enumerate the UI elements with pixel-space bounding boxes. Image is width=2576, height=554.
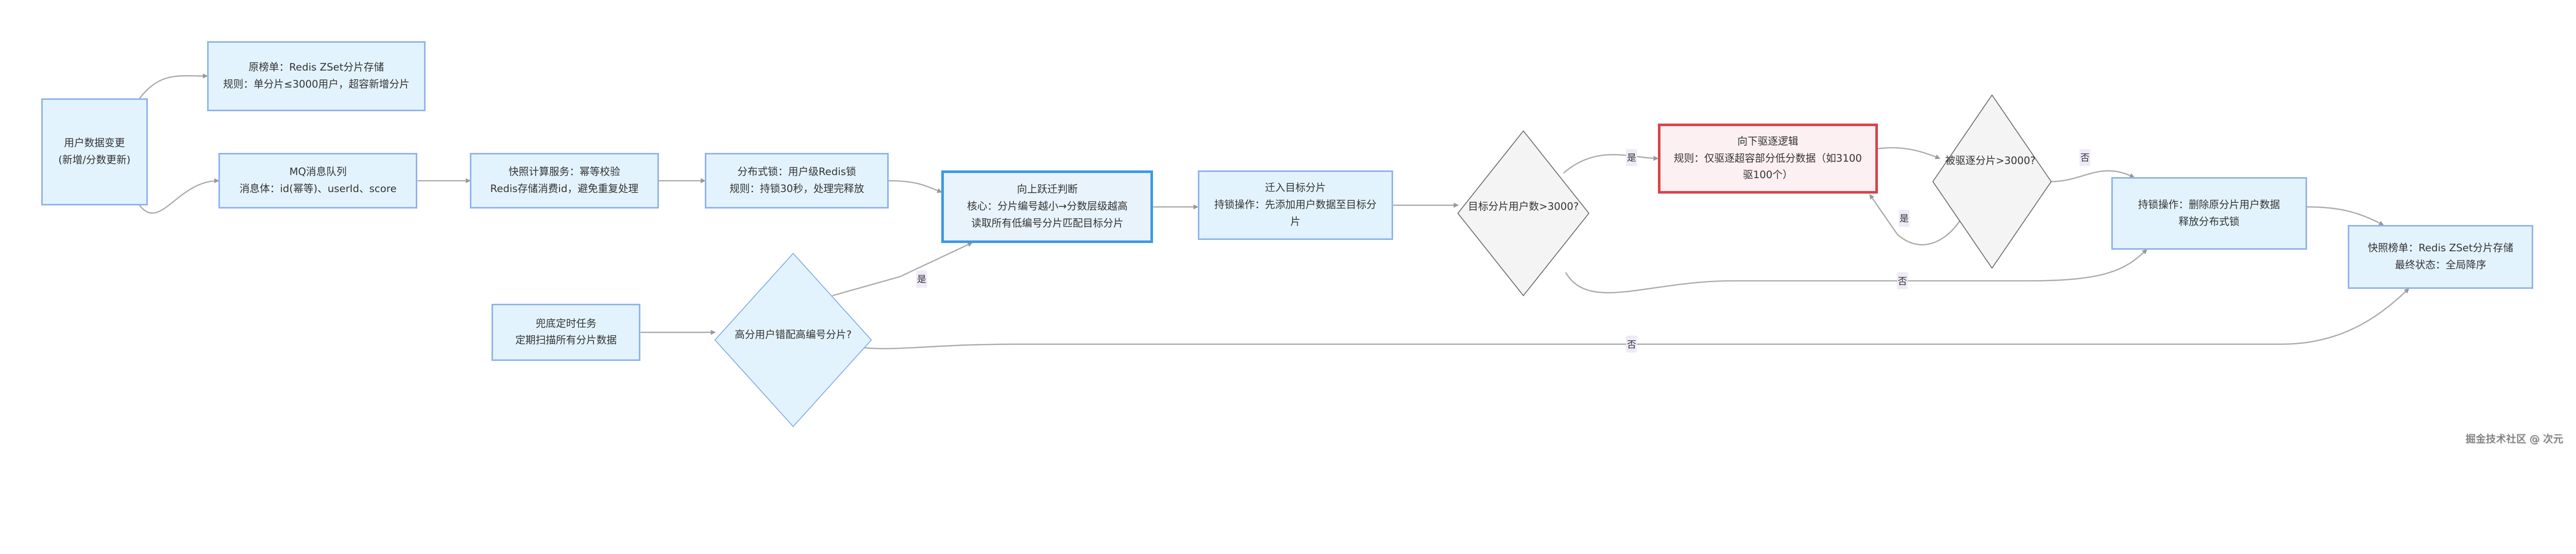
edge-label-evicted-yes: 是: [1899, 210, 1910, 227]
watermark: 掘金技术社区 @ 次元: [2465, 432, 2563, 445]
node-text: 核心：分片编号越小→分数层级越高: [967, 200, 1128, 213]
node-original-board: 原榜单：Redis ZSet分片存储 规则：单分片≤3000用户，超容新增分片: [207, 41, 426, 112]
edge-label-target-yes: 是: [1626, 149, 1637, 166]
node-distributed-lock: 分布式锁：用户级Redis锁 规则：持锁30秒，处理完释放: [705, 152, 889, 209]
node-text: 消息体：id(幂等)、userId、score: [239, 183, 397, 195]
node-snapshot-service: 快照计算服务：幂等校验 Redis存储消费id，避免重复处理: [470, 152, 659, 209]
edge-delete-to-board: [2307, 206, 2384, 226]
edge-label-mismatch-yes: 是: [916, 270, 927, 288]
node-text: 用户数据变更: [64, 137, 125, 149]
node-text: 兜底定时任务: [535, 317, 597, 330]
node-text: 规则：仅驱逐超容部分低分数据（如3100驱100个）: [1673, 152, 1862, 181]
node-text: MQ消息队列: [289, 166, 347, 178]
decision-target-text: 目标分片用户数>3000?: [1468, 200, 1579, 213]
node-text: 向上跃迁判断: [1016, 183, 1078, 196]
edge-lock-to-upward: [888, 180, 942, 193]
node-migrate-in: 迁入目标分片 持锁操作：先添加用户数据至目标分片: [1197, 170, 1394, 240]
node-upward-judgment: 向上跃迁判断 核心：分片编号越小→分数层级越高 读取所有低编号分片匹配目标分片: [941, 170, 1154, 243]
node-text: 持锁操作：先添加用户数据至目标分片: [1214, 199, 1377, 228]
node-text: Redis存储消费id，避免重复处理: [490, 183, 639, 195]
edge-user-to-mq: [139, 178, 219, 214]
decision-diamond-evicted: [1932, 94, 2052, 269]
flowchart-canvas: 用户数据变更 (新增/分数更新) 原榜单：Redis ZSet分片存储 规则：单…: [41, 41, 2563, 445]
decision-evicted-text: 被驱逐分片>3000?: [1945, 154, 2036, 167]
decision-diamond-mismatch: [714, 252, 872, 427]
decision-diamond-target: [1457, 130, 1590, 297]
edge-label-evicted-no: 否: [2079, 149, 2091, 166]
node-text: 分布式锁：用户级Redis锁: [737, 166, 856, 178]
edge-label-target-no: 否: [1896, 272, 1908, 289]
node-text: 释放分布式锁: [2178, 215, 2240, 228]
node-text: 持锁操作：删除原分片用户数据: [2138, 198, 2280, 211]
edge-decision-to-board-no: [853, 288, 2410, 350]
node-delete-original: 持锁操作：删除原分片用户数据 释放分布式锁: [2111, 177, 2307, 250]
edge-decision-to-upward-yes: [832, 242, 973, 297]
node-text: 读取所有低编号分片匹配目标分片: [971, 217, 1124, 229]
node-text: 定期扫描所有分片数据: [515, 334, 617, 347]
node-text: 原榜单：Redis ZSet分片存储: [248, 61, 384, 74]
node-mq: MQ消息队列 消息体：id(幂等)、userId、score: [218, 152, 418, 209]
node-text: 向下驱逐逻辑: [1737, 135, 1799, 147]
edges-layer: [139, 73, 2410, 427]
node-snapshot-board: 快照榜单：Redis ZSet分片存储 最终状态：全局降序: [2348, 225, 2534, 289]
node-text: 规则：单分片≤3000用户，超容新增分片: [223, 78, 410, 90]
edge-user-to-origboard: [139, 73, 208, 99]
node-evict-logic: 向下驱逐逻辑 规则：仅驱逐超容部分低分数据（如3100驱100个）: [1657, 123, 1878, 194]
node-user-data-change: 用户数据变更 (新增/分数更新): [41, 98, 148, 205]
node-text: 快照榜单：Redis ZSet分片存储: [2367, 242, 2514, 254]
edge-evict-to-evicted-decision: [1877, 147, 1941, 160]
edge-evicted-to-evict-yes: [1869, 194, 1961, 246]
node-text: (新增/分数更新): [58, 153, 131, 166]
decision-mismatch-text: 高分用户错配高编号分片?: [735, 328, 852, 341]
node-text: 最终状态：全局降序: [2395, 259, 2486, 271]
edge-target-to-evict-yes: [1563, 154, 1659, 174]
node-text: 迁入目标分片: [1265, 182, 1326, 194]
node-text: 快照计算服务：幂等校验: [509, 166, 620, 178]
edge-label-mismatch-no: 否: [1626, 336, 1637, 353]
node-fallback-task: 兜底定时任务 定期扫描所有分片数据: [491, 303, 641, 361]
edge-target-to-delete-no: [1565, 249, 2147, 293]
edge-evicted-to-delete-no: [2051, 170, 2135, 182]
node-text: 规则：持锁30秒，处理完释放: [729, 183, 865, 195]
